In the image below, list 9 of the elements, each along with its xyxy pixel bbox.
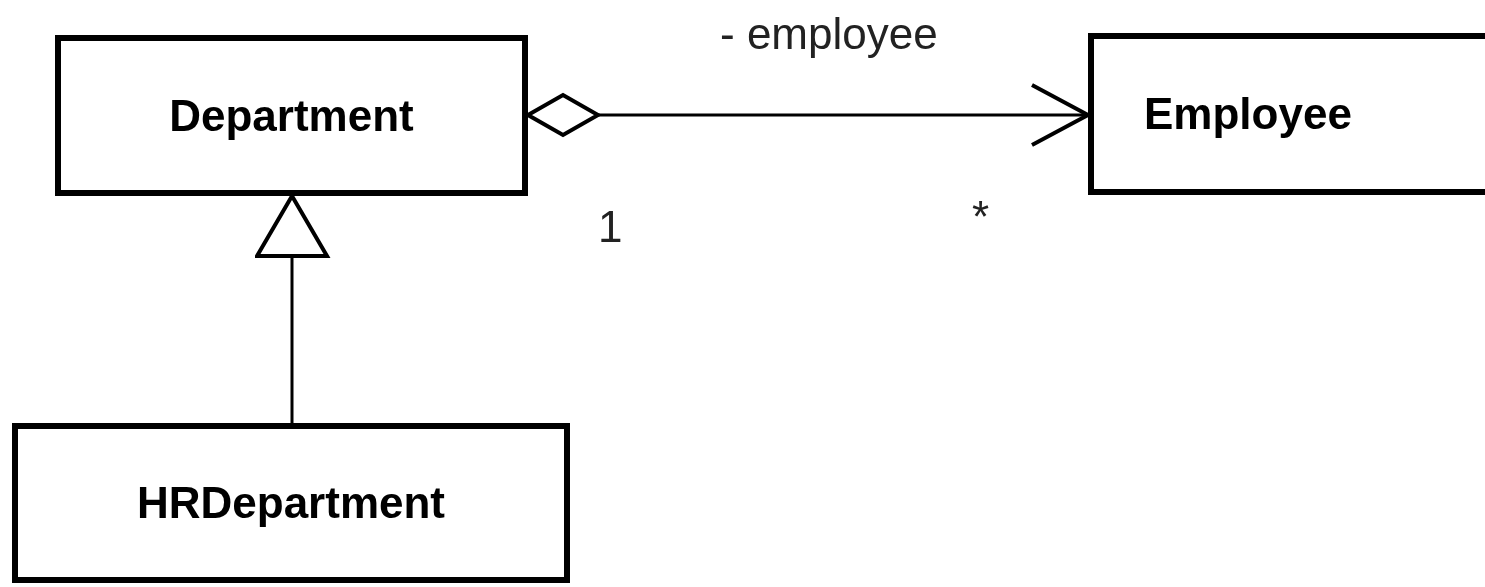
class-box	[1088, 33, 1485, 195]
multiplicity-label: 1	[598, 205, 623, 249]
class-box	[12, 423, 570, 583]
class-box	[55, 35, 528, 196]
class-name: Department	[169, 90, 414, 141]
edge-label: - employee	[720, 12, 938, 56]
class-name: Employee	[1144, 89, 1352, 139]
class-name: HRDepartment	[136, 478, 445, 528]
multiplicity-label: *	[972, 195, 990, 239]
